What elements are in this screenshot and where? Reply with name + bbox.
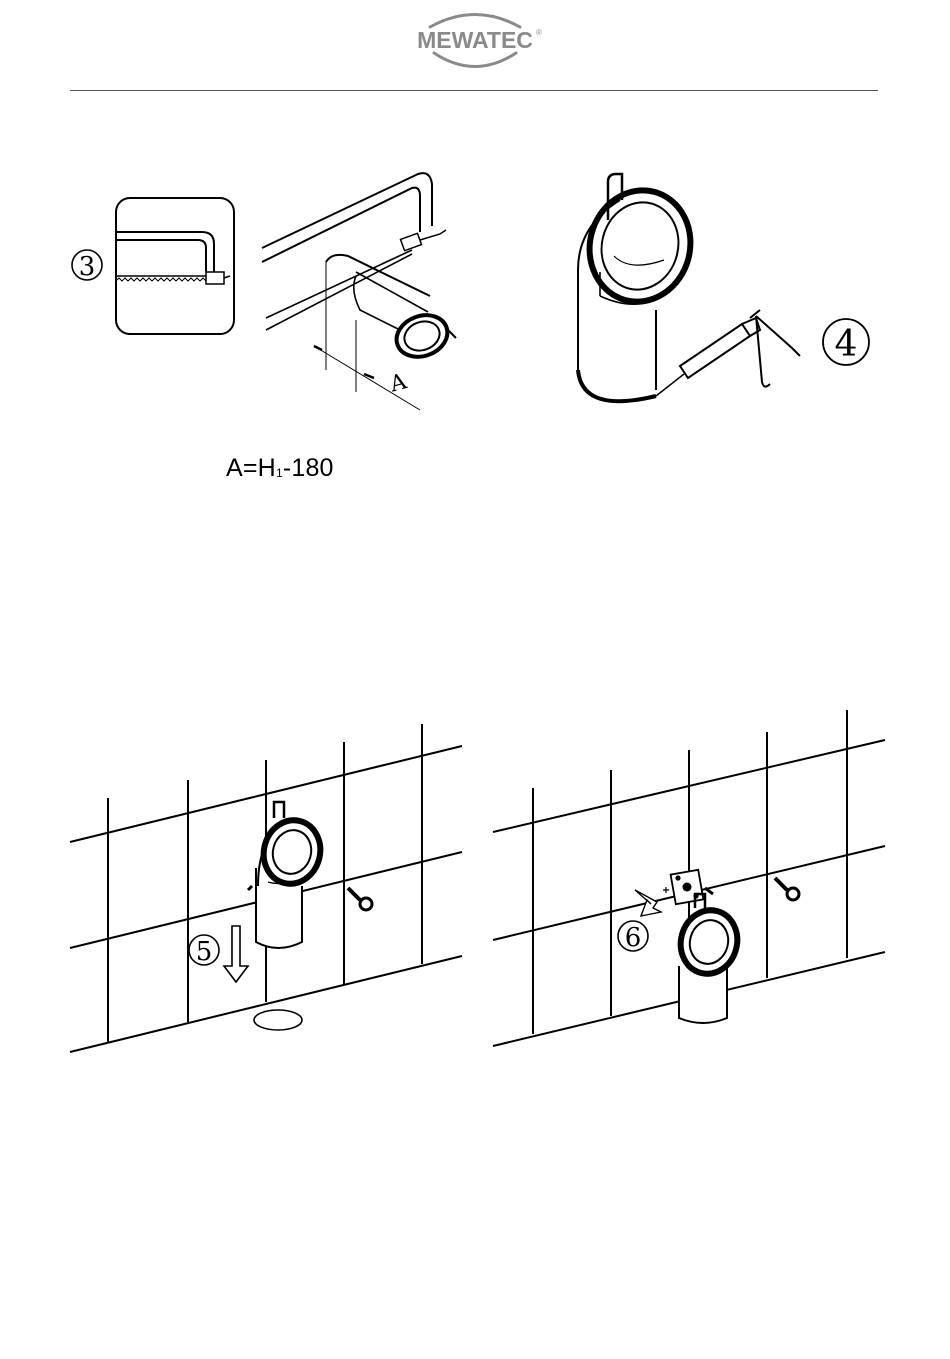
header-divider [70,90,878,91]
formula-prefix: A=H [226,454,276,482]
formula-suffix: -180 [283,454,334,482]
step4-apply-sealant-illustration: 4 [560,160,890,420]
registered-mark: ® [536,28,542,37]
step5-insert-illustration: 5 [60,710,470,1070]
step5-number: 5 [196,937,213,967]
mewatec-logo: MEWATEC ® [400,8,550,72]
step6-number: 6 [625,923,642,953]
step6-mount-bracket-illustration: 6 [485,700,895,1060]
step4-number: 4 [835,324,858,365]
step3-number: 3 [79,252,96,282]
saw-inset-frame [116,198,234,334]
brand-name: MEWATEC [417,27,533,53]
logo-mark: MEWATEC ® [400,8,550,72]
dimension-a-label: A [387,369,411,398]
cut-length-formula: A=H1-180 [226,454,334,483]
formula-subscript: 1 [276,466,283,480]
step3-cut-pipe-illustration: 3 A [60,160,460,420]
